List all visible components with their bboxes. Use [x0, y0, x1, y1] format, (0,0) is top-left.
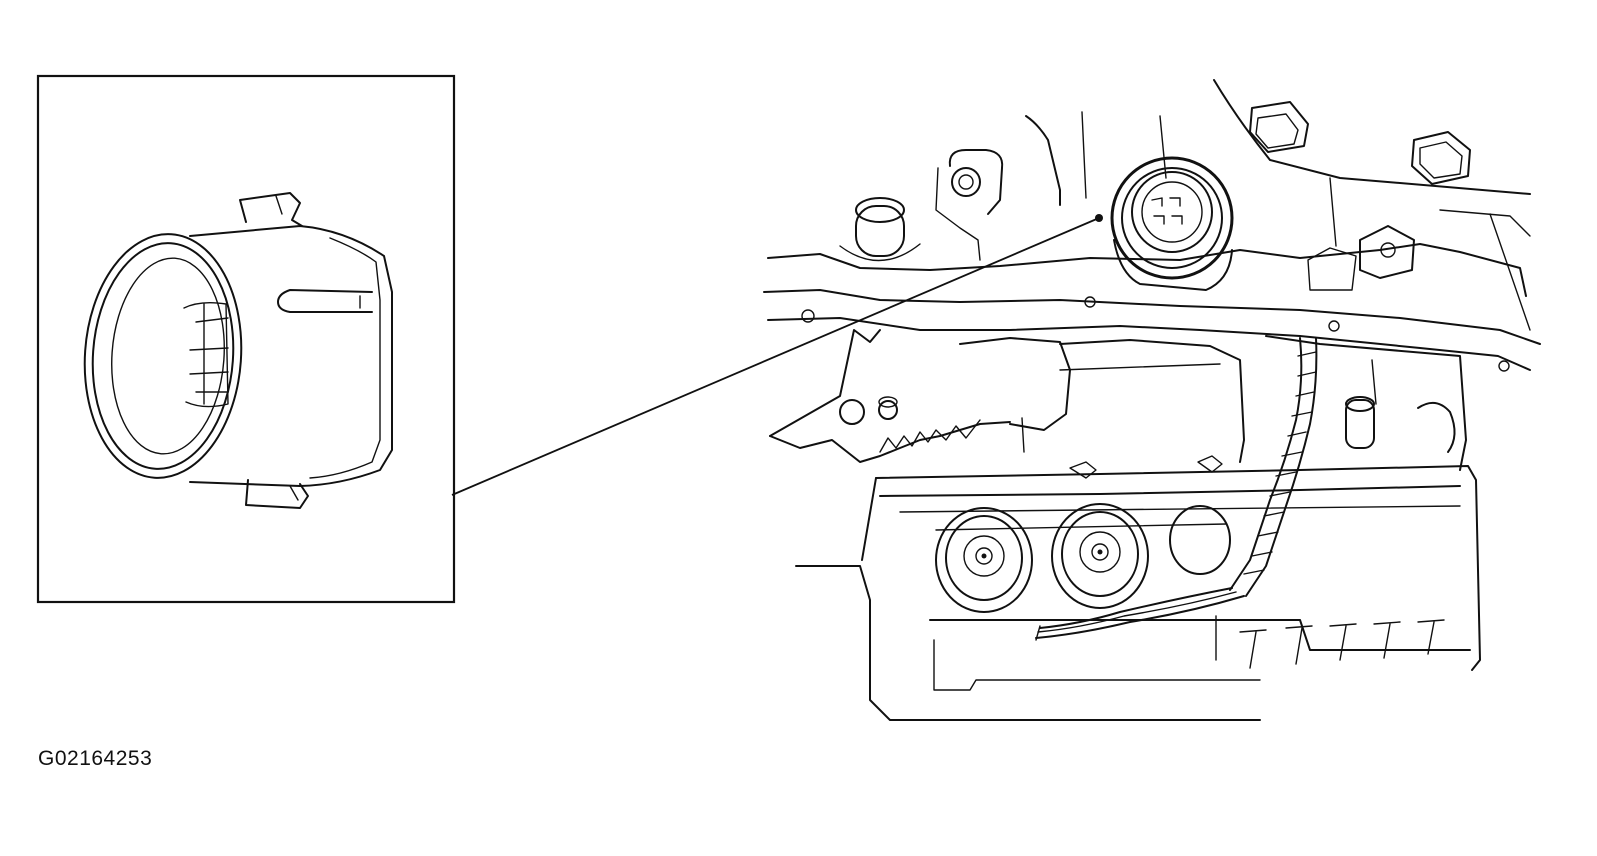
dowel-pin-icon	[1345, 396, 1375, 449]
wiring-harness-icon	[1035, 337, 1318, 641]
dowel-pin-icon	[839, 197, 921, 262]
figure-code-label: G02164253	[38, 747, 153, 770]
transmission-assembly	[763, 79, 1541, 721]
solenoid-icon	[935, 507, 1033, 613]
solenoid-port-icon	[1169, 505, 1231, 575]
hex-bolt-icon	[1411, 131, 1471, 185]
inset-detail	[36, 74, 456, 604]
connector-socket-icon	[1110, 156, 1234, 291]
leader-line	[451, 217, 1100, 496]
hex-bolt-icon	[1249, 101, 1309, 153]
connector-sleeve-icon	[83, 192, 393, 509]
leader-dot	[1095, 214, 1103, 222]
solenoid-icon	[1051, 503, 1149, 609]
